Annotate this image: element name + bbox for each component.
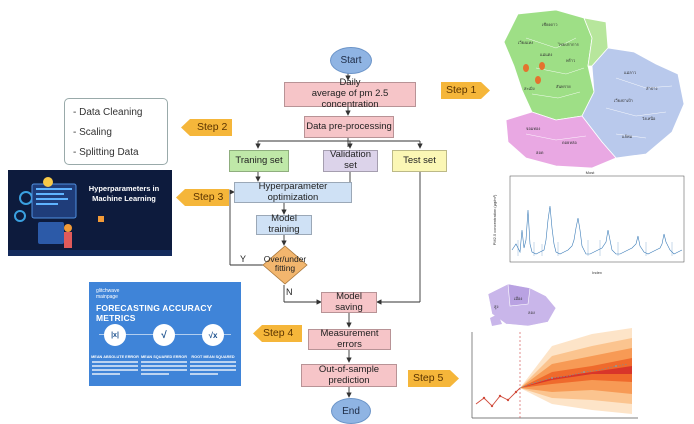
start-node: Start [330, 47, 372, 74]
model-saving-label: Model saving [335, 290, 363, 313]
training-set-node: Traning set [229, 150, 289, 172]
svg-text:ไชยปราการ: ไชยปราการ [557, 42, 580, 47]
overfitting-decision-node [262, 245, 308, 285]
pm25-timeseries-chart: Most PM2.5 concentration (µg/m³) Index [490, 170, 688, 278]
preprocessing-label: Data pre-processing [306, 120, 392, 132]
out-of-sample-label: Out-of-sample prediction [318, 363, 380, 386]
metrics-logo: glitchwave mainpage [96, 288, 120, 300]
step5-arrow [408, 370, 459, 387]
chart-x-axis-label: Index [592, 270, 602, 275]
svg-text:จอมทอง: จอมทอง [526, 126, 540, 131]
step3-arrow [176, 189, 229, 206]
overfitting-decision-label: Over/under fitting [263, 254, 307, 274]
mae-label: MEAN ABSOLUTE ERROR [91, 355, 139, 359]
validation-set-label: Validation set [329, 149, 372, 171]
metrics-logo-bottom: mainpage [96, 293, 118, 300]
mse-label: MEAN SQUARED ERROR [141, 355, 187, 359]
mse-description [141, 361, 187, 375]
end-label: End [342, 405, 360, 417]
svg-text:เวียงแหง: เวียงแหง [518, 40, 533, 45]
daily-average-node: Daily average of pm 2.5 concentration [284, 77, 416, 110]
validation-set-node: Validation set [323, 149, 378, 172]
model-training-node: Model training [256, 213, 312, 235]
svg-text:เวียงป่าเป้า: เวียงป่าเป้า [614, 98, 633, 103]
step4-arrow [253, 325, 302, 342]
svg-text:สันทราย: สันทราย [556, 84, 571, 89]
svg-text:ลำปาง: ลำปาง [646, 86, 657, 91]
svg-text:ลอง: ลอง [528, 310, 535, 315]
svg-text:สูง: สูง [494, 304, 498, 310]
rmse-symbol: √x [208, 330, 218, 340]
rmse-label: ROOT MEAN SQUARED [191, 355, 235, 359]
splitting-data-item: - Splitting Data [73, 147, 139, 158]
metrics-title: FORECASTING ACCURACY METRICS [96, 303, 213, 323]
end-node: End [331, 398, 371, 424]
preprocessing-node: Data pre-processing [304, 116, 394, 138]
accuracy-metrics-illustration: glitchwave mainpage FORECASTING ACCURACY… [89, 282, 241, 386]
rmse-description [190, 361, 236, 375]
daily-average-label: Daily average of pm 2.5 concentration [311, 77, 389, 110]
model-saving-node: Model saving [321, 290, 377, 313]
mae-description [92, 361, 138, 375]
svg-text:ฮอด: ฮอด [536, 150, 544, 155]
hyperparameters-artwork [8, 170, 172, 256]
step5-label: Step 5 [413, 372, 444, 384]
no-branch-label: N [286, 287, 293, 297]
hyperparameters-illustration: Hyperparameters in Machine Learning [8, 170, 172, 256]
start-label: Start [340, 55, 362, 66]
hyperparameters-title: Hyperparameters in Machine Learning [88, 184, 160, 204]
svg-text:สะเมิง: สะเมิง [524, 86, 535, 91]
step4-label: Step 4 [263, 327, 294, 339]
chart-y-axis-label: PM2.5 concentration (µg/m³) [492, 194, 497, 245]
model-training-label: Model training [268, 213, 300, 235]
rmse-icon: √x [202, 324, 224, 346]
out-of-sample-node: Out-of-sample prediction [301, 364, 397, 387]
training-set-label: Traning set [235, 154, 283, 166]
mse-symbol: √ [161, 329, 167, 341]
svg-text:พร้าว: พร้าว [566, 58, 575, 63]
scaling-item: - Scaling [73, 127, 112, 138]
svg-text:ดอยหล่อ: ดอยหล่อ [562, 140, 577, 145]
metrics-logo-top: glitchwave [96, 288, 120, 294]
step2-arrow [181, 119, 232, 136]
data-cleaning-item: - Data Cleaning [73, 107, 143, 118]
svg-text:วังเหนือ: วังเหนือ [642, 116, 656, 121]
preprocessing-steps-box: - Data Cleaning - Scaling - Splitting Da… [64, 98, 168, 165]
hyperparameter-optimization-label: Hyperparameter optimization [258, 180, 328, 203]
mae-icon: |x| [104, 324, 126, 346]
hyperparameter-optimization-node: Hyperparameter optimization [234, 180, 352, 203]
step1-label: Step 1 [446, 84, 477, 96]
chart-small-title: Most [586, 170, 596, 175]
measurement-errors-node: Measurement errors [308, 327, 391, 350]
measurement-errors-label: Measurement errors [320, 327, 379, 350]
step1-arrow [441, 82, 490, 99]
mae-symbol: |x| [111, 331, 119, 339]
step3-label: Step 3 [193, 191, 224, 203]
test-set-label: Test set [403, 154, 436, 166]
test-set-node: Test set [392, 150, 447, 172]
mse-icon: √ [153, 324, 175, 346]
yes-branch-label: Y [240, 254, 247, 264]
svg-text:แจ้ห่ม: แจ้ห่ม [622, 134, 633, 139]
svg-text:แม่แตง: แม่แตง [540, 52, 552, 57]
svg-text:เชียงดาว: เชียงดาว [542, 22, 557, 27]
step2-label: Step 2 [197, 121, 228, 133]
svg-text:เมือง: เมือง [514, 296, 522, 301]
forecast-fan-chart [471, 328, 638, 419]
svg-text:แม่ลาว: แม่ลาว [624, 70, 636, 75]
